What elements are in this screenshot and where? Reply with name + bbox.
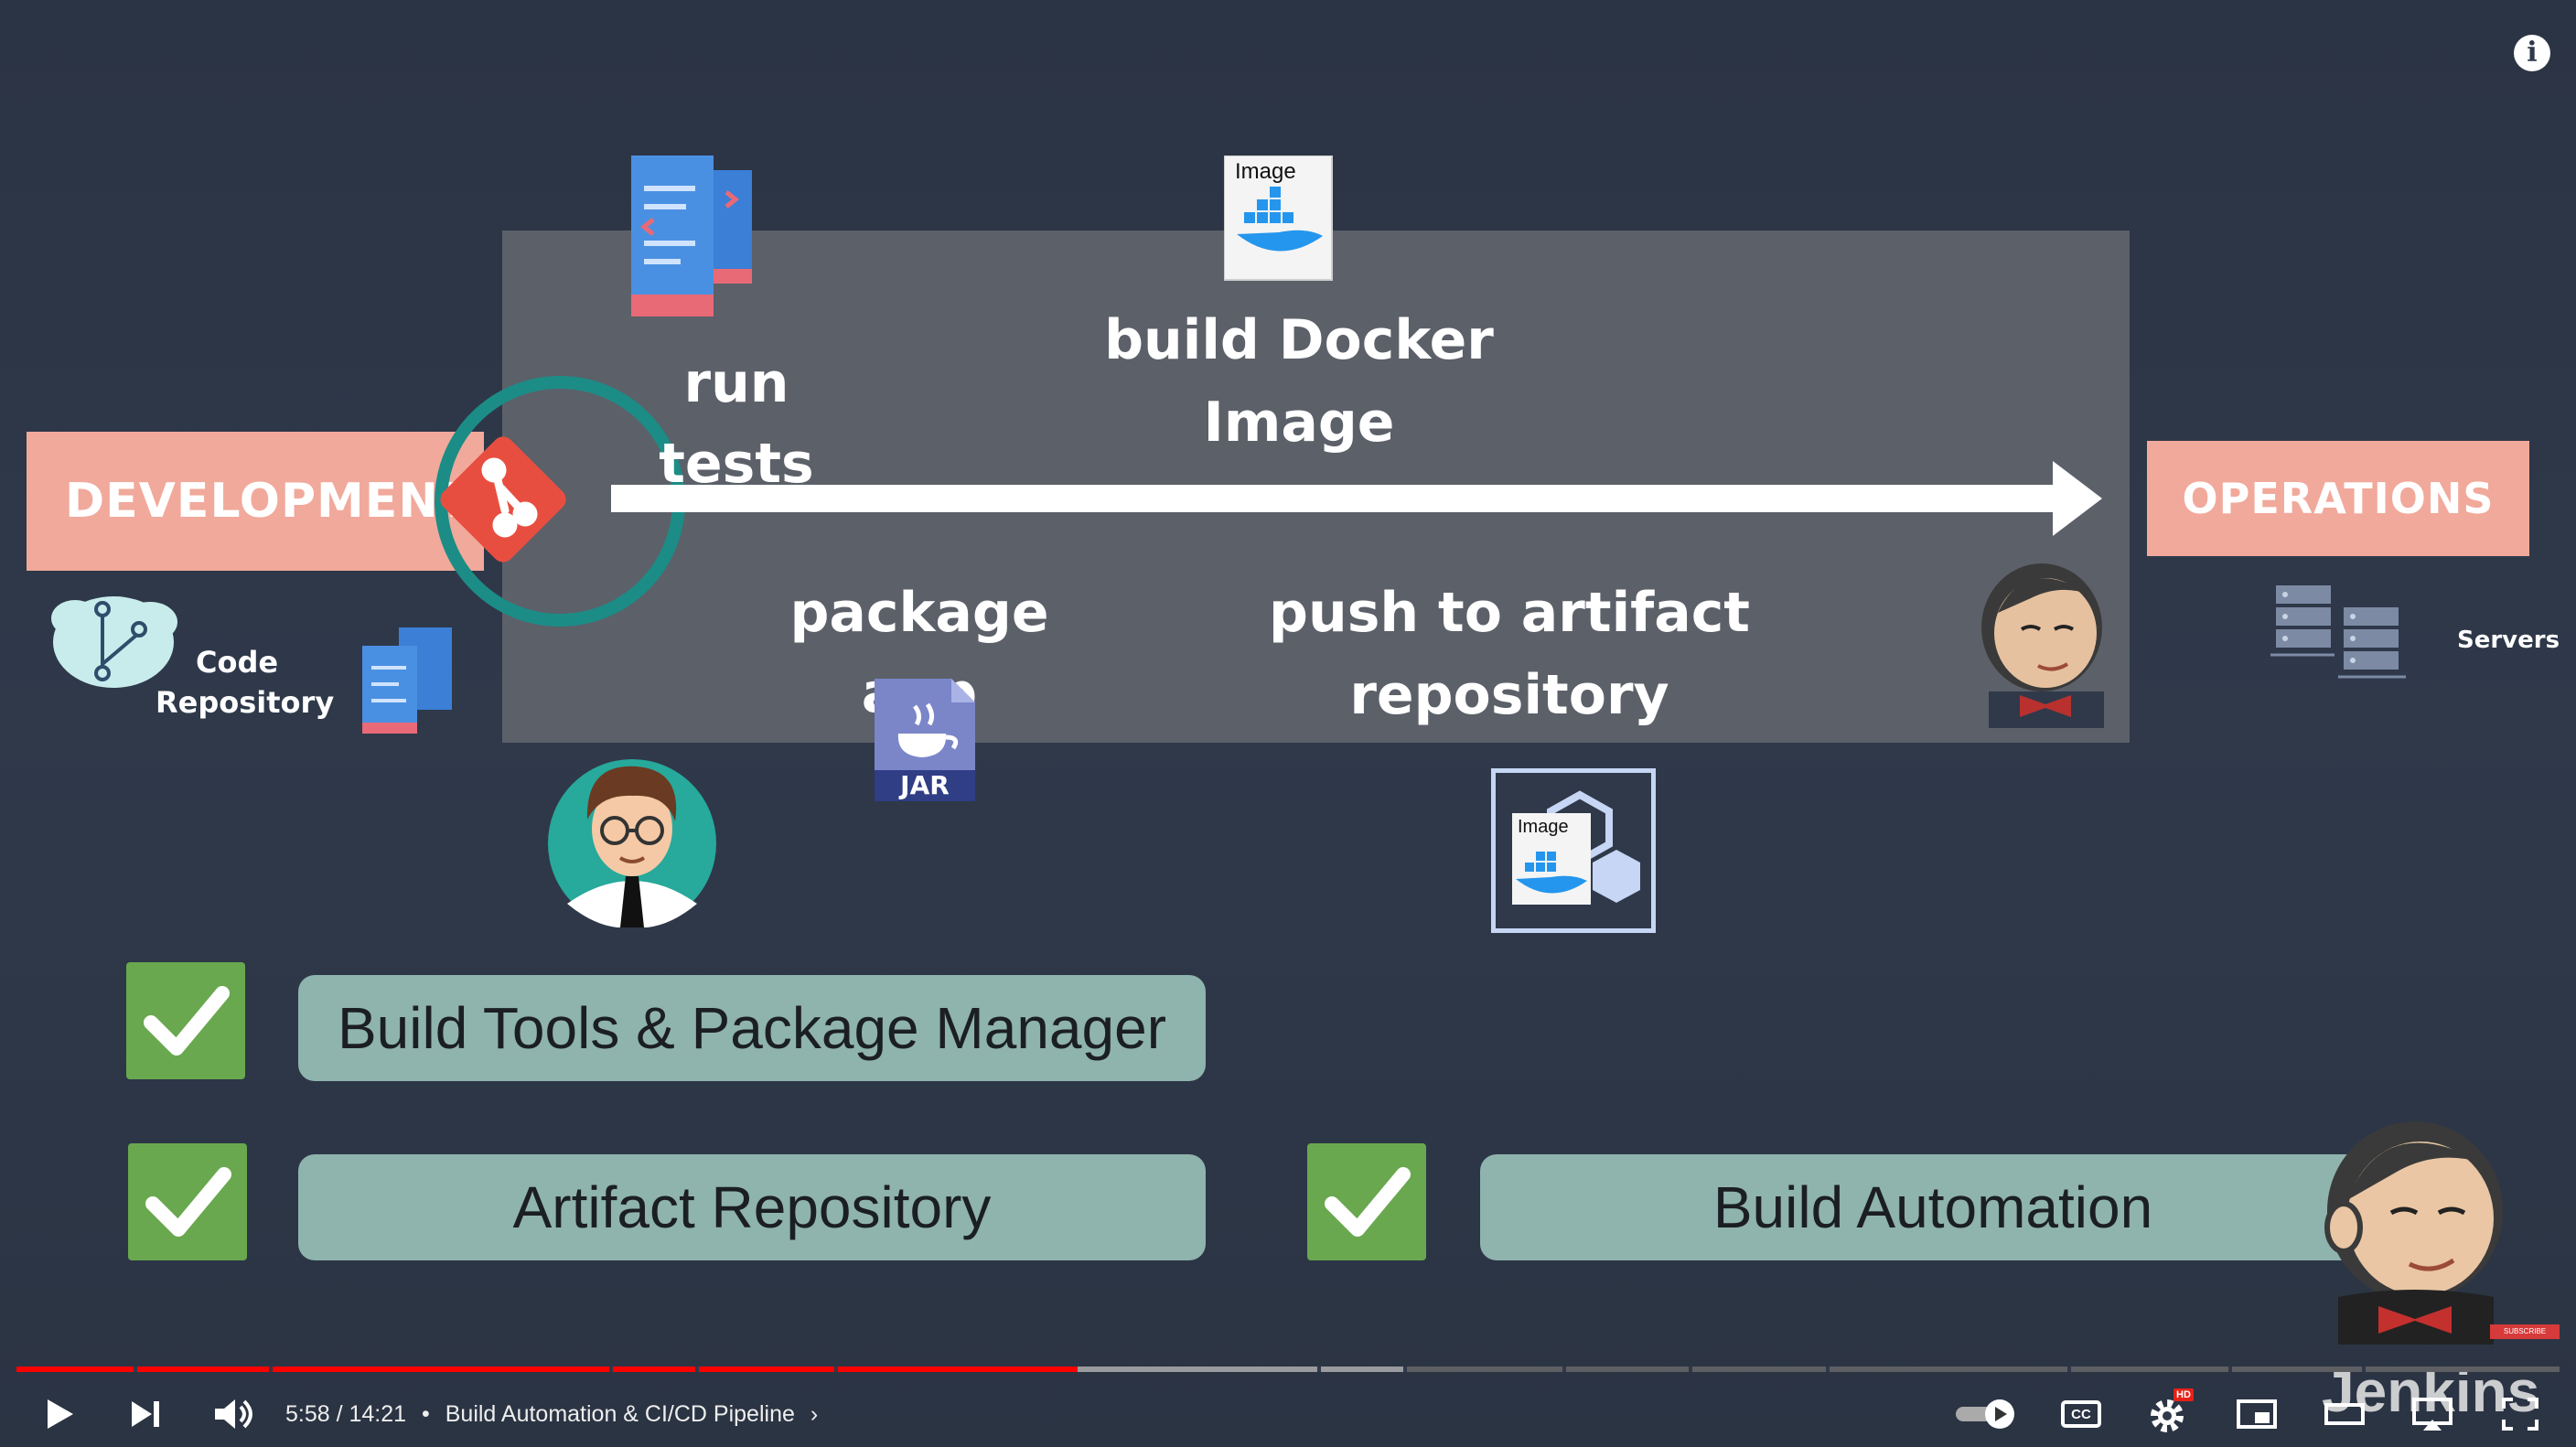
captions-button[interactable]: CC [2049, 1381, 2113, 1447]
run-tests-label: run tests [659, 351, 814, 496]
developer-avatar [548, 759, 716, 927]
servers-icon [2270, 585, 2406, 679]
cast-button[interactable] [2400, 1381, 2464, 1447]
chapter-marker [609, 1367, 613, 1372]
check-icon-build-automation [1307, 1143, 1426, 1260]
theater-mode-button[interactable] [2313, 1381, 2377, 1447]
artifact-repository-icon: Image [1491, 768, 1656, 933]
play-icon [48, 1399, 73, 1429]
operations-stage: OPERATIONS [2147, 441, 2529, 556]
check-icon-build-tools [126, 962, 245, 1079]
docker-image-icon [1224, 155, 1333, 281]
chapter-marker [269, 1367, 273, 1372]
settings-button[interactable]: HD [2137, 1381, 2201, 1447]
progress-buffered [1078, 1367, 1405, 1372]
chapter-marker [1689, 1367, 1692, 1372]
fullscreen-icon [2502, 1398, 2538, 1431]
build-docker-label-2: Image [1203, 391, 1395, 455]
chapter-marker [1403, 1367, 1407, 1372]
artifact-image-caption: Image [1518, 817, 1569, 837]
servers-caption: Servers [2457, 627, 2560, 654]
miniplayer-icon [2237, 1399, 2277, 1429]
chapter-marker [1317, 1367, 1321, 1372]
chapter-marker [2067, 1367, 2071, 1372]
docker-image-caption: Image [1235, 159, 1296, 184]
push-artifact-label-1: push to artifact [1269, 581, 1750, 645]
test-documents-icon [631, 155, 752, 316]
push-artifact-label-2: repository [1349, 663, 1669, 727]
jar-file-icon [875, 679, 975, 801]
code-repository-caption-1: Code [196, 645, 279, 680]
volume-icon [215, 1399, 252, 1429]
pipeline-arrow [611, 461, 2102, 536]
code-repository-icon [51, 596, 177, 688]
jenkins-logo-icon [2324, 1121, 2503, 1345]
time-display: 5:58 / 14:21 [285, 1401, 407, 1427]
skip-next-icon [132, 1401, 159, 1427]
time-and-chapter: 5:58 / 14:21 • Build Automation & CI/CD … [285, 1381, 818, 1447]
fullscreen-button[interactable] [2488, 1381, 2552, 1447]
artifact-repository-pill: Artifact Repository [298, 1154, 1206, 1260]
hd-badge: HD [2174, 1388, 2194, 1401]
development-stage: DEVELOPMENT [27, 432, 484, 571]
chevron-right-icon[interactable]: › [810, 1401, 819, 1427]
build-automation-pill: Build Automation [1480, 1154, 2386, 1260]
git-icon [435, 376, 685, 627]
miniplayer-button[interactable] [2225, 1381, 2289, 1447]
airplay-icon [2412, 1398, 2453, 1431]
volume-button[interactable] [201, 1381, 265, 1447]
play-button[interactable] [29, 1381, 88, 1447]
chapter-marker [2228, 1367, 2232, 1372]
autoplay-toggle[interactable] [1948, 1381, 2022, 1447]
chapter-marker [1826, 1367, 1830, 1372]
jar-caption: JAR [900, 770, 950, 800]
gear-icon [2151, 1399, 2184, 1432]
cc-icon: CC [2061, 1400, 2101, 1428]
jenkins-mascot-icon [1981, 563, 2104, 728]
chapter-marker [134, 1367, 137, 1372]
check-icon-artifact-repo [128, 1143, 247, 1260]
small-documents-icon [362, 627, 452, 734]
chapter-marker [2362, 1367, 2366, 1372]
build-tools-pill: Build Tools & Package Manager [298, 975, 1206, 1081]
player-controls: 5:58 / 14:21 • Build Automation & CI/CD … [0, 1381, 2576, 1447]
chapter-marker [834, 1367, 838, 1372]
next-button[interactable] [115, 1381, 174, 1447]
chapter-marker [1562, 1367, 1566, 1372]
chapter-marker [695, 1367, 699, 1372]
separator-dot: • [422, 1401, 430, 1427]
subscribe-badge[interactable]: SUBSCRIBE [2490, 1324, 2560, 1339]
info-button[interactable]: i [2514, 35, 2550, 71]
chapter-title[interactable]: Build Automation & CI/CD Pipeline [445, 1401, 795, 1427]
autoplay-toggle-icon [1956, 1399, 2014, 1429]
build-docker-label-1: build Docker [1104, 308, 1494, 372]
theater-icon [2324, 1403, 2365, 1425]
progress-played [16, 1367, 1078, 1372]
code-repository-caption-2: Repository [156, 685, 335, 720]
